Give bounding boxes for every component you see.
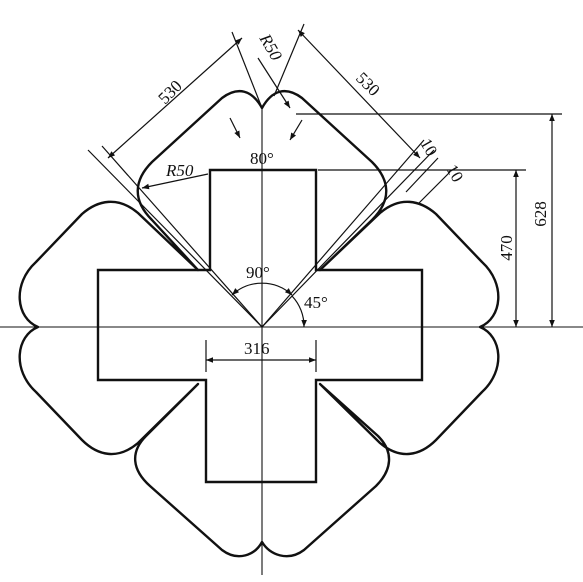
- dim-label-316: 316: [244, 339, 270, 358]
- dim-label-530-right: 530: [352, 68, 383, 99]
- ext-line-530-right: [273, 23, 305, 97]
- ext-line-530-left: [231, 31, 263, 109]
- angle-label-80: 80°: [250, 149, 274, 168]
- offset-line-10a: [405, 157, 439, 193]
- dim-label-530-left: 530: [154, 76, 185, 107]
- right-45-guide-offset: [261, 139, 425, 328]
- dim-label-628: 628: [531, 201, 550, 227]
- dim-line-530-left: [107, 37, 243, 159]
- left-45-guide: [87, 149, 263, 328]
- offset-line-10b: [417, 171, 451, 205]
- cross-part: [96, 168, 424, 484]
- offset-label-10b: 10: [442, 161, 467, 185]
- left-45-guide-offset: [101, 145, 263, 328]
- radius-label-left: R50: [165, 161, 194, 180]
- dim-label-470: 470: [497, 235, 516, 261]
- offset-label-10a: 10: [416, 135, 441, 159]
- angle-label-45: 45°: [304, 293, 328, 312]
- right-45-guide: [261, 149, 435, 328]
- angle-arrow-80-right: [289, 119, 303, 141]
- angle-arc-90: [231, 282, 293, 296]
- angle-arrow-80-left: [229, 117, 241, 139]
- radius-leader-left: [141, 173, 209, 190]
- angle-label-90: 90°: [246, 263, 270, 282]
- radius-leader-top: [257, 57, 291, 109]
- angle-arc-45: [291, 295, 307, 328]
- dim-line-530-right: [297, 29, 421, 159]
- radius-label-top: R50: [255, 30, 286, 65]
